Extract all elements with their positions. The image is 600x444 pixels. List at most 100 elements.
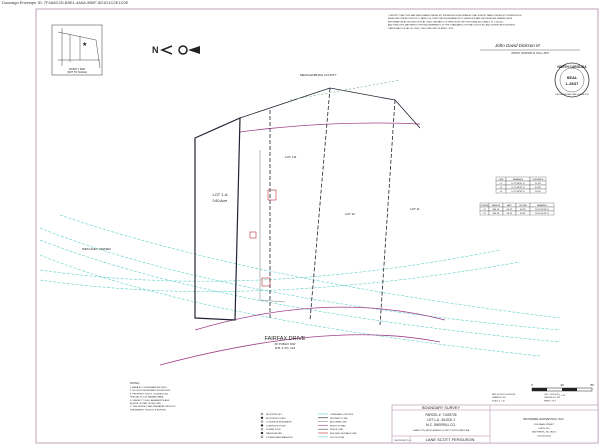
firm-info: 1100 MAIN STREET: [534, 423, 555, 426]
site-marker: ★: [82, 41, 87, 48]
lot-1b-label: LOT 1-B: [285, 155, 296, 159]
legend-symbol-icon: [260, 416, 264, 419]
surveyor-signature: John David Dickson III: [494, 43, 541, 48]
certification-line: CAROLINA (21 NCAC 56. 1600). THIS 23RD D…: [388, 27, 454, 30]
lot-block: LOT 1-A - BLOCK J: [427, 418, 455, 422]
firm-info: SUITE 200: [539, 428, 550, 430]
legend-item: IRON PIPE FOUND: [266, 418, 286, 420]
scale-bar: 0 40 80 1" = 40': [531, 383, 594, 397]
table-value: S 70°46'58" E: [511, 191, 525, 193]
table-value: C2: [483, 213, 487, 215]
legend-symbol-icon: [260, 412, 264, 416]
location: CHARLOTTE, MECKLENBURG COUNTY, NORTH CAR…: [413, 429, 470, 432]
table-value: 42.86': [535, 187, 541, 189]
legend-symbol-icon: [260, 435, 264, 438]
note-line: 4. SUBJECT TO ALL EASEMENTS AND: [130, 399, 170, 402]
table-header: CHORD: [519, 205, 527, 207]
prepared-for-label: THE PROPERTY OF:: [394, 440, 412, 442]
envelope-header: Docusign Envelope ID: 7F4A8C2D-B5E1-4A0A…: [2, 0, 129, 5]
legend-line-item: FENCE LINE: [330, 429, 343, 431]
certification-line: AND THAT THIS MAP MEETS THE REQUIREMENTS…: [388, 24, 515, 27]
adjoiner-left-label: WETLAND / OWNER: [82, 247, 112, 251]
svg-text:40: 40: [560, 383, 564, 387]
surveyor-seal: NORTH CAROLINA SEAL L-3637 PROFESSIONAL …: [554, 62, 590, 98]
table-header: CURVE: [481, 205, 489, 207]
notes-title: NOTES:: [130, 381, 140, 385]
table-header: LINE: [499, 179, 504, 181]
table-value: 390.10': [492, 213, 500, 215]
table-value: L3: [500, 191, 503, 193]
svg-text:NORTH CAROLINA: NORTH CAROLINA: [557, 65, 587, 69]
legend-line-item: FLOOD ZONE: [330, 437, 345, 439]
structure: [249, 231, 257, 239]
info-cell: SCALE: 1" = 40': [492, 399, 506, 402]
vicinity-map-sub: (NOT TO SCALE): [67, 71, 87, 74]
table-value: C1: [483, 209, 487, 211]
note-line: SPECIAL FLOOD HAZARD AREA.: [130, 396, 164, 399]
table-header: BEARING: [513, 178, 523, 181]
lot-1a-area: 0.60 Acre: [213, 199, 228, 203]
sheet-border: [35, 8, 599, 444]
table-cell: [529, 210, 555, 216]
signer-caption: JOHN D. DICKSON III, PLS L-3637: [511, 52, 549, 55]
table-value: 64.32': [507, 209, 513, 211]
svg-text:1" = 40': 1" = 40': [559, 395, 566, 397]
legend-item: POWER POLE: [266, 429, 281, 431]
info-cell: CHECKED BY: JDD: [544, 397, 561, 399]
subdivision: M.C. SHERRILL CO.: [426, 423, 456, 427]
table-value: S 73°48'20" E: [511, 183, 525, 185]
certification-block: I CERTIFY THAT THIS MAP WAS DRAWN UNDER …: [388, 14, 522, 30]
table-cell: [529, 188, 547, 194]
firm-info: MATTHEWS, NC 28105: [532, 431, 556, 434]
legend-item: IRON PIPE SET: [266, 414, 283, 416]
legend-line-item: RIGHT OF WAY: [330, 424, 346, 427]
note-line: 5. THIS SURVEY WAS PREPARED WITHOUT: [130, 405, 176, 408]
table-value: N 22°59'38" E: [535, 209, 549, 211]
certification-line: INFORMATION AS SHOWN ON PLAT; THAT THE R…: [388, 20, 504, 23]
table-value: 21.83': [535, 183, 541, 185]
vicinity-map-label: VICINITY MAP: [69, 68, 86, 71]
svg-text:L-3637: L-3637: [566, 81, 579, 86]
property-lines: [194, 79, 421, 326]
lot-1a-label: LOT 1-A: [212, 192, 227, 197]
note-line: RIGHTS OF WAY OF RECORD.: [130, 402, 162, 405]
structure: [261, 277, 271, 287]
note-line: 3. PROPERTY IS NOT LOCATED IN A: [130, 392, 168, 395]
road-row: 60' PUBLIC R/W: [275, 342, 296, 346]
table-header: ARC: [507, 204, 512, 207]
note-line: THE BENEFIT OF A TITLE REPORT.: [130, 408, 167, 411]
right-of-way-lines: [159, 122, 446, 366]
table-header: RADIUS: [492, 204, 501, 207]
legend-item: COMPUTED POINT: [266, 425, 286, 427]
info-cell: DRAWN BY: JDD: [492, 396, 507, 399]
table-value: 34.41': [520, 213, 526, 215]
table-value: 16.64': [535, 191, 541, 193]
road-name: FAIRFAX DRIVE: [265, 336, 306, 342]
legend-item: WATER METER: [266, 432, 282, 435]
firm-info: 704-555-0100: [537, 435, 551, 437]
table-value: 390.10': [492, 209, 500, 211]
flood-zone-lines: [39, 214, 561, 357]
north-arrow-icon: N: [152, 45, 200, 55]
table-value: 64.26': [520, 209, 526, 211]
legend-symbol-icon: [260, 420, 264, 423]
legend-line-item: ADJOINER LINE: [330, 421, 347, 424]
legend-symbol-icon: [260, 428, 264, 431]
table-value: L2: [500, 187, 503, 189]
info-cell: DATE OF FIELD: 04/19/2024: [492, 393, 515, 396]
notes-block: NOTES:1. AREA BY COORDINATE METHOD.2. NO…: [130, 381, 176, 411]
svg-text:0: 0: [531, 383, 533, 387]
info-cell: SHEET 1 OF 1: [544, 400, 556, 402]
legend-item: STORM DRAIN MANHOLE: [266, 436, 293, 439]
svg-text:PROFESSIONAL LAND SURVEYOR: PROFESSIONAL LAND SURVEYOR: [555, 93, 589, 96]
lot-12-label: LOT 12: [345, 212, 355, 216]
table-value: L1: [500, 183, 503, 185]
firm-name: BAYMORE SURVEYING, INC.: [524, 417, 565, 421]
legend-symbol-icon: [260, 431, 264, 435]
note-line: 1. AREA BY COORDINATE METHOD.: [130, 386, 168, 389]
lot-11-label: LOT 11: [410, 207, 420, 211]
owner-name: LANE SCOTT FERGUSON: [426, 437, 475, 442]
